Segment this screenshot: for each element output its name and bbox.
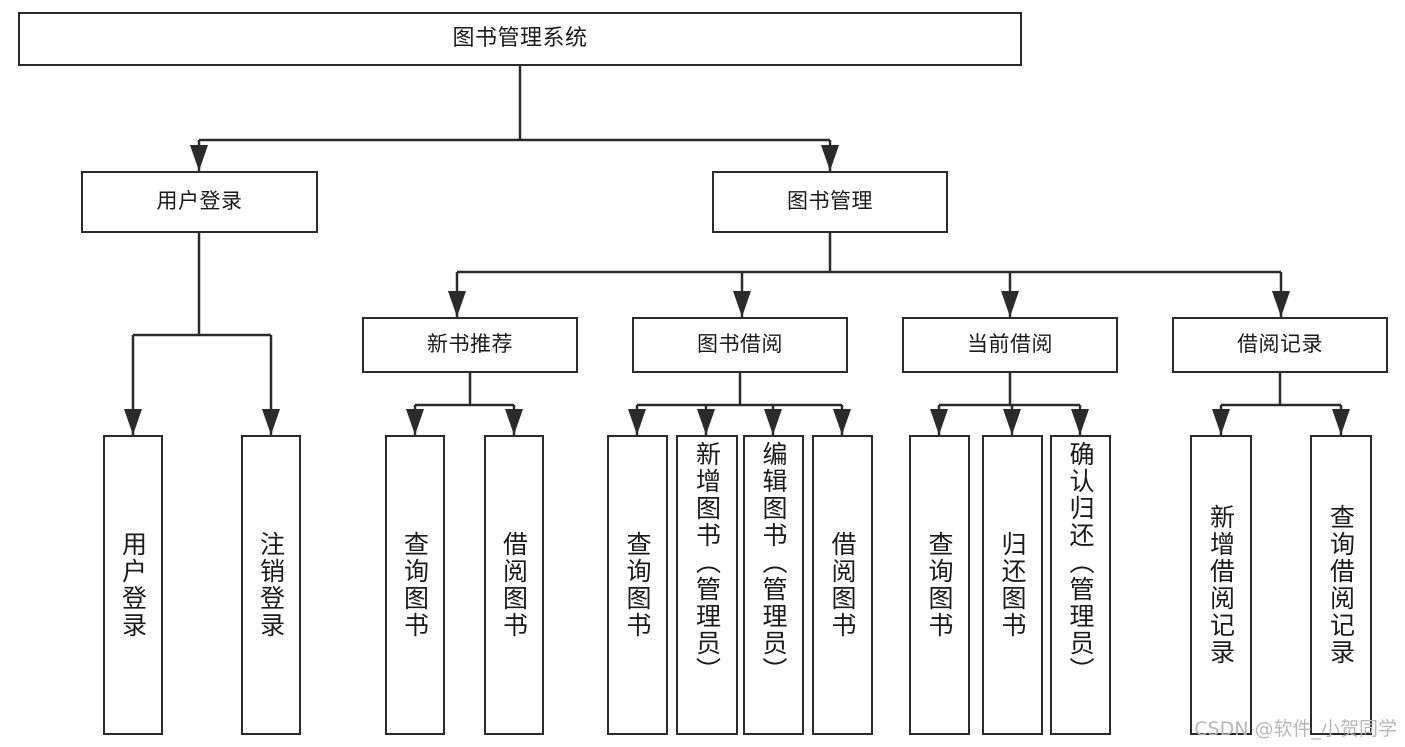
node-leaf_5[interactable]: 新增图书（管理员） [676, 435, 738, 735]
node-leaf_4[interactable]: 查询图书 [607, 435, 668, 735]
node-leaf_3[interactable]: 借阅图书 [484, 435, 544, 735]
arrowhead-new-book-children-0 [406, 409, 424, 435]
node-leaf_6[interactable]: 编辑图书（管理员） [743, 435, 804, 735]
arrowhead-current-borrow-children-2 [1071, 409, 1089, 435]
arrowhead-book-borrow-children-3 [833, 409, 851, 435]
arrowhead-book-manage-children-0 [448, 291, 466, 317]
node-label-leaf_2: 查询图书 [400, 531, 430, 639]
node-leaf_9[interactable]: 归还图书 [982, 435, 1043, 735]
node-l3_0[interactable]: 新书推荐 [362, 317, 578, 373]
node-root[interactable]: 图书管理系统 [18, 12, 1022, 66]
arrowhead-book-borrow-children-0 [628, 409, 646, 435]
arrowhead-book-borrow-children-1 [697, 409, 715, 435]
node-label-leaf_3: 借阅图书 [499, 531, 529, 639]
node-label-leaf_11: 新增借阅记录 [1206, 504, 1236, 666]
arrowhead-book-borrow-children-2 [764, 409, 782, 435]
node-leaf_1[interactable]: 注销登录 [241, 435, 301, 735]
node-label-leaf_4: 查询图书 [623, 531, 652, 639]
arrowhead-new-book-children-1 [505, 409, 523, 435]
node-leaf_0[interactable]: 用户登录 [103, 435, 163, 735]
node-label-l2_0: 用户登录 [156, 189, 243, 214]
node-label-l3_2: 当前借阅 [967, 332, 1053, 357]
node-leaf_10[interactable]: 确认归还（管理员） [1050, 435, 1111, 735]
node-label-leaf_10: 确认归还（管理员） [1066, 441, 1095, 684]
node-leaf_7[interactable]: 借阅图书 [812, 435, 873, 735]
arrowhead-user-login-children-0 [124, 409, 142, 435]
node-label-l3_3: 借阅记录 [1237, 332, 1323, 357]
node-label-l3_1: 图书借阅 [697, 332, 783, 357]
node-l2_1[interactable]: 图书管理 [712, 171, 948, 233]
arrowhead-book-manage-children-3 [1272, 291, 1290, 317]
node-l3_3[interactable]: 借阅记录 [1172, 317, 1388, 373]
arrowhead-current-borrow-children-1 [1003, 409, 1021, 435]
node-l3_1[interactable]: 图书借阅 [632, 317, 848, 373]
node-label-leaf_0: 用户登录 [118, 531, 148, 639]
arrowhead-current-borrow-children-0 [930, 409, 948, 435]
node-label-leaf_9: 归还图书 [998, 531, 1027, 639]
node-l3_2[interactable]: 当前借阅 [902, 317, 1118, 373]
node-label-root: 图书管理系统 [452, 25, 588, 51]
arrowhead-user-login-children-1 [262, 409, 280, 435]
arrowhead-root-to-level2-1 [821, 145, 839, 171]
node-label-leaf_5: 新增图书（管理员） [692, 441, 722, 684]
node-leaf_2[interactable]: 查询图书 [385, 435, 445, 735]
node-l2_0[interactable]: 用户登录 [81, 171, 318, 233]
node-label-leaf_6: 编辑图书（管理员） [759, 441, 788, 684]
arrowhead-book-manage-children-2 [1001, 291, 1019, 317]
node-leaf_11[interactable]: 新增借阅记录 [1190, 435, 1252, 735]
arrowhead-book-manage-children-1 [733, 291, 751, 317]
arrowhead-borrow-record-children-1 [1332, 409, 1350, 435]
node-leaf_12[interactable]: 查询借阅记录 [1310, 435, 1372, 735]
arrowhead-borrow-record-children-0 [1212, 409, 1230, 435]
node-label-l3_0: 新书推荐 [427, 332, 513, 357]
node-label-leaf_12: 查询借阅记录 [1326, 504, 1356, 666]
node-label-leaf_1: 注销登录 [256, 531, 286, 639]
node-label-leaf_7: 借阅图书 [828, 531, 857, 639]
arrowhead-root-to-level2-0 [190, 145, 208, 171]
node-leaf_8[interactable]: 查询图书 [909, 435, 970, 735]
node-label-leaf_8: 查询图书 [925, 531, 954, 639]
node-label-l2_1: 图书管理 [787, 189, 873, 214]
